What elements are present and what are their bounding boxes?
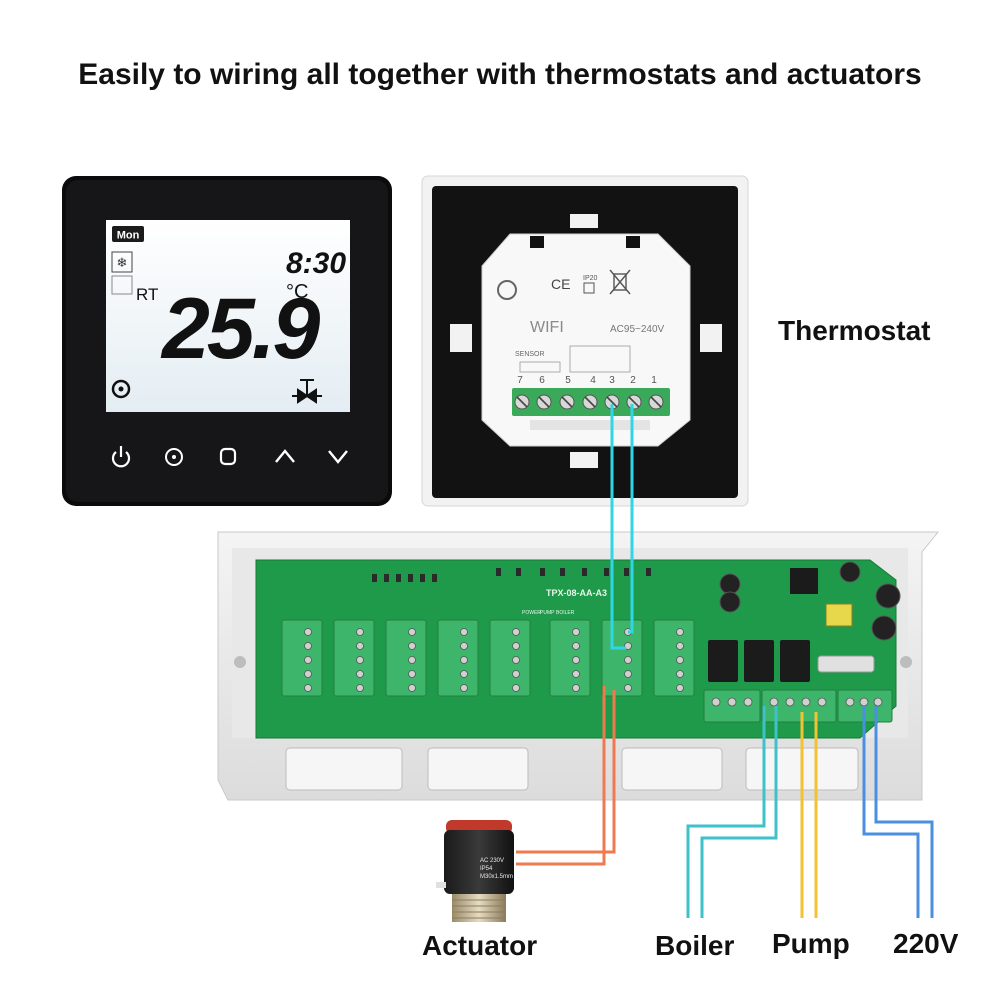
actuator-spec-3: M30x1.5mm	[480, 874, 513, 880]
day-badge	[112, 226, 144, 242]
up-button[interactable]	[275, 449, 295, 463]
voltage-label: AC95~240V	[610, 324, 665, 335]
led-boiler-label: BOILER	[556, 610, 575, 616]
day-text: Mon	[117, 230, 140, 242]
ip-rating: IP20	[583, 275, 598, 282]
boiler-wires	[686, 706, 778, 918]
thermostat-wire-1	[610, 404, 626, 650]
thermostat-back: CE IP20 WIFI AC95~240V SENSOR 7 6 5 4 3 …	[421, 175, 749, 507]
board-model: TPX-08-AA-A3	[546, 588, 607, 598]
power-wire-1	[862, 706, 920, 918]
thermostat-front: Mon ❄ 8:30 RT 25.9 °C	[62, 176, 392, 506]
actuator-wire-2	[516, 690, 616, 854]
power-wire-2	[874, 706, 934, 918]
actuator-label: Actuator	[422, 930, 538, 961]
pump-wires	[800, 712, 818, 918]
actuator-spec-1: AC 230V	[480, 858, 504, 864]
sensor-label: SENSOR	[515, 351, 545, 358]
zone-terminals	[281, 619, 695, 697]
actuator-spec-2: IP54	[480, 866, 493, 872]
svg-text:3: 3	[609, 375, 615, 386]
led-pump-label: PUMP	[540, 610, 555, 616]
temperature-unit: °C	[286, 281, 308, 303]
rt-label: RT	[136, 285, 158, 304]
svg-text:1: 1	[651, 375, 657, 386]
sun-icon	[111, 275, 133, 295]
boiler-wire-1	[686, 706, 766, 918]
svg-text:6: 6	[539, 375, 545, 386]
pump-label: Pump	[772, 928, 850, 959]
snowflake-icon	[111, 251, 133, 273]
power-button[interactable]	[111, 446, 131, 468]
actuator-wire-1	[516, 686, 606, 866]
fan-button[interactable]	[165, 448, 183, 466]
led-power-label: POWER	[522, 610, 541, 616]
module-label: WIFI	[530, 319, 564, 336]
weee-icon	[609, 269, 631, 295]
svg-text:5: 5	[565, 375, 571, 386]
svg-text:4: 4	[590, 375, 596, 386]
actuator-device: AC 230V IP54 M30x1.5mm	[436, 820, 514, 922]
actuator-wires	[516, 686, 616, 866]
thermostat-wires	[610, 404, 634, 650]
boiler-wire-2	[700, 706, 778, 918]
page-title: Easily to wiring all together with therm…	[78, 58, 922, 91]
mode-button[interactable]	[219, 447, 237, 466]
time-display: 8:30	[286, 247, 346, 280]
thermostat-wire-2	[628, 404, 634, 634]
boiler-label: Boiler	[655, 930, 735, 961]
thermostat-label: Thermostat	[778, 315, 930, 346]
fan-icon	[111, 379, 131, 399]
wiring-center: TPX-08-AA-A3 POWER PUMP BOILER	[217, 531, 940, 801]
temperature-display: 25.9	[160, 281, 321, 377]
down-button[interactable]	[328, 450, 348, 464]
power-wires	[862, 706, 934, 918]
valve-icon	[292, 379, 322, 404]
svg-text:❄: ❄	[117, 255, 128, 270]
svg-text:2: 2	[630, 375, 636, 386]
terminal-numbers: 7 6 5 4 3 2 1	[517, 375, 657, 386]
power-label: 220V	[893, 928, 959, 959]
svg-text:7: 7	[517, 375, 523, 386]
ce-mark: CE	[551, 276, 570, 292]
